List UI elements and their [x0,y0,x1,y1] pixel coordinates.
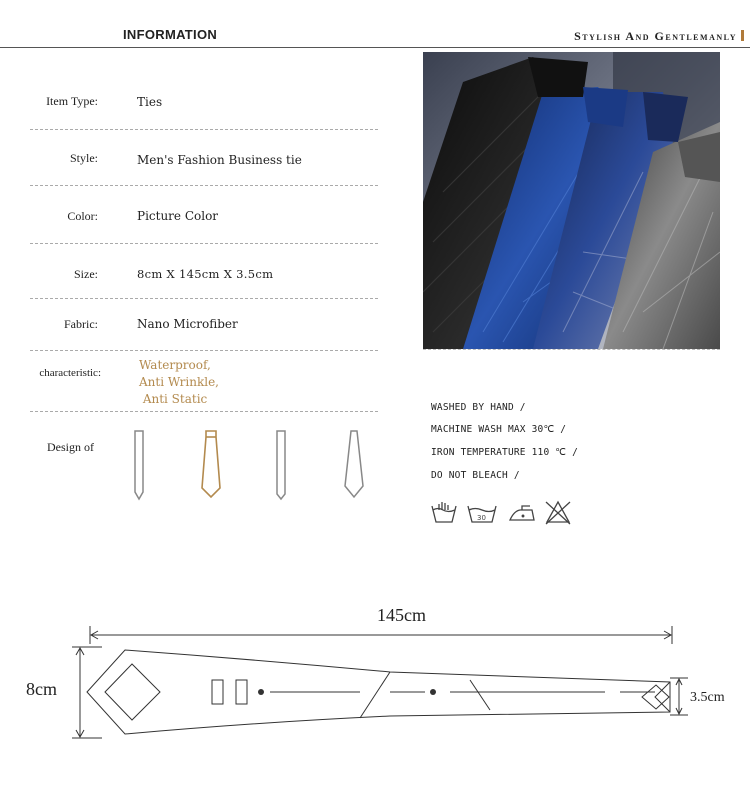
wide-tie-icon [344,430,364,499]
row-divider [30,298,378,299]
spec-value-characteristic: Waterproof, Anti Wrinkle, Anti Static [139,357,219,408]
row-divider [30,243,378,244]
care-line-machine-wash: MACHINE WASH MAX 30℃ / [431,424,567,435]
feature-anti-static: Anti Static [139,392,208,406]
spec-label-item-type: Item Type: [46,94,98,108]
tip-width-label: 3.5cm [690,690,725,705]
design-tie-icons [134,430,364,501]
hand-wash-icon [431,502,457,523]
tie-dimension-diagram [72,626,688,739]
skinny-tie-icon [276,430,286,501]
iron-icon [508,505,535,521]
spec-label-color: Color: [67,209,98,223]
spec-label-characteristic: characteristic: [39,367,101,379]
row-divider [30,185,378,186]
wash-temp-label: 30 [477,514,486,522]
spec-label-fabric: Fabric: [64,317,98,331]
feature-anti-wrinkle: Anti Wrinkle, [139,375,219,389]
care-icons: 30 [431,500,571,525]
classic-tie-icon [201,430,221,499]
row-divider [30,411,378,412]
brand-tagline: Stylish And Gentlemanly [574,29,744,44]
spec-value-item-type: Ties [137,95,163,109]
care-line-hand-wash: WASHED BY HAND / [431,402,526,413]
care-line-bleach: DO NOT BLEACH / [431,470,520,481]
product-photo-ties [423,52,720,349]
spec-value-style: Men's Fashion Business tie [137,153,302,167]
accent-bar [741,30,744,41]
machine-wash-30-icon: 30 [467,505,497,523]
spec-label-size: Size: [74,267,98,281]
spec-label-design: Design of [47,440,94,454]
header-divider [0,47,750,48]
spec-value-size: 8cm X 145cm X 3.5cm [137,267,274,281]
spec-label-style: Style: [69,151,98,165]
spec-value-color: Picture Color [137,209,219,223]
photo-divider [423,349,720,350]
section-title: INFORMATION [123,27,218,42]
no-bleach-icon [545,500,571,525]
length-label: 145cm [377,605,426,625]
care-line-iron: IRON TEMPERATURE 110 ℃ / [431,447,579,458]
width-label: 8cm [26,679,57,699]
row-divider [30,129,378,130]
spec-value-fabric: Nano Microfiber [137,317,238,331]
slim-tie-icon [134,430,144,501]
feature-waterproof: Waterproof, [139,358,211,372]
row-divider [30,350,378,351]
